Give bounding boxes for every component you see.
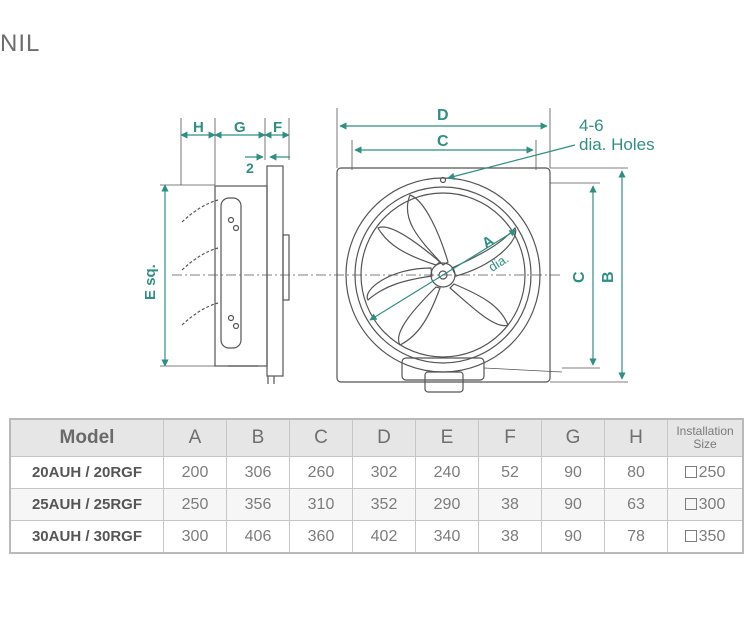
dim-2-label: 2	[246, 160, 254, 176]
dim-a-label: A	[479, 232, 497, 252]
value-e: 290	[415, 488, 479, 521]
value-d: 402	[352, 520, 416, 554]
installation-size-value: 350	[698, 527, 726, 545]
dim-a-dia-label: dia.	[486, 251, 512, 275]
model-cell: 30AUH / 30RGF	[9, 520, 164, 554]
header-g: G	[541, 418, 605, 457]
value-g: 90	[541, 520, 605, 554]
side-view	[160, 118, 290, 384]
header-h: H	[604, 418, 668, 457]
header-d: D	[352, 418, 416, 457]
value-a: 200	[163, 456, 227, 489]
holes-label-line1: 4-6	[579, 116, 604, 135]
value-e: 240	[415, 456, 479, 489]
dim-c-side-label: C	[571, 271, 588, 283]
header-f: F	[478, 418, 542, 457]
value-c: 260	[289, 456, 353, 489]
header-model: Model	[9, 418, 164, 457]
value-h: 80	[604, 456, 668, 489]
header-b: B	[226, 418, 290, 457]
value-f: 52	[478, 456, 542, 489]
square-icon	[684, 465, 697, 478]
header-a: A	[163, 418, 227, 457]
side-view-dimensions	[161, 131, 290, 367]
value-c: 360	[289, 520, 353, 554]
value-h: 78	[604, 520, 668, 554]
installation-size-value: 300	[698, 495, 726, 513]
value-f: 38	[478, 520, 542, 554]
table-row: 30AUH / 30RGF 300 406 360 402 340 38 90 …	[9, 520, 744, 554]
square-icon	[684, 497, 697, 510]
dim-f-label: F	[273, 119, 282, 136]
value-g: 90	[541, 488, 605, 521]
value-e: 340	[415, 520, 479, 554]
header-e: E	[415, 418, 479, 457]
header-installation-size: Installation Size	[667, 418, 744, 457]
installation-size-value: 250	[698, 463, 726, 481]
model-cell: 25AUH / 25RGF	[9, 488, 164, 521]
value-a: 250	[163, 488, 227, 521]
table-header-row: Model A B C D E F G H Installation Size	[9, 418, 744, 457]
fan-dimension-diagram: H G F 2 E sq.	[142, 107, 655, 393]
dim-g-label: G	[234, 119, 246, 136]
value-b: 356	[226, 488, 290, 521]
table-row: 25AUH / 25RGF 250 356 310 352 290 38 90 …	[9, 488, 744, 521]
front-view	[336, 167, 563, 393]
square-icon	[684, 529, 697, 542]
installation-size-cell: 350	[667, 520, 744, 554]
value-b: 406	[226, 520, 290, 554]
value-c: 310	[289, 488, 353, 521]
spec-table: Model A B C D E F G H Installation Size …	[9, 418, 744, 554]
value-d: 352	[352, 488, 416, 521]
value-d: 302	[352, 456, 416, 489]
dim-h-label: H	[193, 119, 204, 136]
holes-label-line2: dia. Holes	[579, 135, 655, 154]
dim-d-label: D	[437, 107, 449, 124]
value-b: 306	[226, 456, 290, 489]
front-view-dimensions	[336, 108, 628, 383]
value-a: 300	[163, 520, 227, 554]
installation-size-cell: 250	[667, 456, 744, 489]
value-f: 38	[478, 488, 542, 521]
value-g: 90	[541, 456, 605, 489]
value-h: 63	[604, 488, 668, 521]
installation-size-cell: 300	[667, 488, 744, 521]
header-partial-text: NIL	[0, 30, 41, 57]
model-cell: 20AUH / 20RGF	[9, 456, 164, 489]
dim-e-label: E sq.	[142, 264, 159, 300]
dim-b-label: B	[600, 271, 617, 283]
header-c: C	[289, 418, 353, 457]
table-row: 20AUH / 20RGF 200 306 260 302 240 52 90 …	[9, 456, 744, 489]
dim-c-top-label: C	[437, 133, 449, 150]
